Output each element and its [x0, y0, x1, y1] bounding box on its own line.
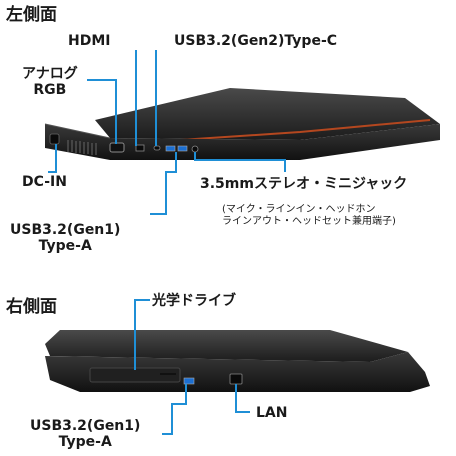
left-laptop-image: [44, 88, 440, 160]
label-lan: LAN: [256, 405, 288, 421]
left-side-heading: 左側面: [6, 5, 57, 25]
left-dc-in-port: [49, 133, 60, 145]
left-usb-c-port: [153, 145, 161, 151]
right-callout-lines: [134, 299, 250, 435]
right-lan-port: [229, 373, 243, 385]
left-vga-port: [109, 142, 125, 153]
label-usb-a-left: USB3.2(Gen1) Type-A: [10, 222, 121, 255]
label-hdmi: HDMI: [68, 33, 111, 49]
callout-line-usb-a-right: [162, 384, 187, 435]
callout-line-lan: [235, 384, 250, 413]
right-usb-a-port: [183, 377, 195, 385]
label-audio-jack-note: (マイク・ラインイン・ヘッドホン ラインアウト・ヘッドセット兼用端子): [222, 204, 396, 227]
left-hdmi-port: [135, 144, 145, 152]
label-dc-in: DC-IN: [22, 174, 67, 190]
callout-line-usb-a-left: [150, 152, 177, 215]
label-optical-drive: 光学ドライブ: [152, 293, 236, 309]
label-analog-rgb: アナログ RGB: [22, 66, 78, 99]
callout-line-analog-rgb: [87, 79, 117, 144]
callout-line-audio: [194, 152, 286, 172]
callout-line-dc-in: [48, 144, 57, 173]
right-laptop-image: [45, 330, 430, 392]
left-laptop-accent-stripe: [179, 119, 431, 141]
left-usb-a-port-2: [177, 145, 188, 152]
left-audio-jack: [191, 145, 199, 153]
left-callout-lines: [48, 50, 286, 215]
label-audio-jack: 3.5mmステレオ・ミニジャック: [200, 176, 408, 192]
label-usb-a-right: USB3.2(Gen1) Type-A: [30, 418, 141, 451]
right-side-heading: 右側面: [6, 297, 57, 317]
callout-line-optical-drive: [134, 299, 150, 370]
left-vent-grille: [67, 140, 97, 155]
label-usb-c: USB3.2(Gen2)Type-C: [174, 33, 338, 49]
left-usb-a-port-1: [165, 145, 176, 152]
